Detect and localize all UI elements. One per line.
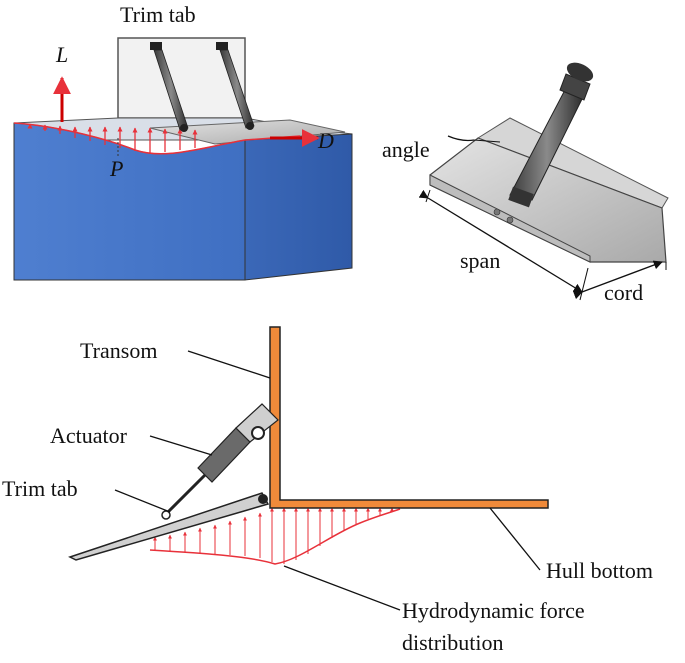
label-lift: L xyxy=(55,42,68,67)
actuator-2d xyxy=(161,403,279,520)
label-trim-tab-top: Trim tab xyxy=(120,2,196,27)
schematic-2d xyxy=(68,326,549,611)
leader-actuator xyxy=(149,435,213,456)
tab-hinge xyxy=(258,494,268,504)
label-hydro-line2: distribution xyxy=(402,630,503,655)
leader-trim-tab xyxy=(114,489,171,513)
leader-transom xyxy=(187,350,271,379)
label-trim-tab-bottom: Trim tab xyxy=(2,476,78,501)
pressure-arrows xyxy=(27,123,198,153)
leader-hull-bottom xyxy=(489,507,541,571)
label-drag: D xyxy=(317,128,334,153)
label-hydro-line1: Hydrodynamic force xyxy=(402,598,585,623)
label-transom: Transom xyxy=(80,338,157,363)
label-hull-bottom: Hull bottom xyxy=(546,558,653,583)
hull-side-face xyxy=(244,133,353,281)
label-actuator: Actuator xyxy=(50,423,128,448)
label-angle: angle xyxy=(382,137,430,162)
transom-hull-profile xyxy=(269,326,549,509)
actuator-left-3d xyxy=(150,42,189,132)
trim-tab-isometric xyxy=(418,62,669,301)
hydro-force-arrows xyxy=(153,507,394,564)
hydro-force-curve xyxy=(149,508,401,565)
label-point-p: P xyxy=(109,156,123,181)
trim-tab-plate xyxy=(68,492,270,561)
label-span: span xyxy=(460,248,500,273)
label-cord: cord xyxy=(604,280,643,305)
tab-plate xyxy=(149,119,346,145)
leader-hydro xyxy=(283,565,401,611)
actuator-right-3d xyxy=(216,42,255,130)
hull-3d-illustration xyxy=(13,37,353,281)
